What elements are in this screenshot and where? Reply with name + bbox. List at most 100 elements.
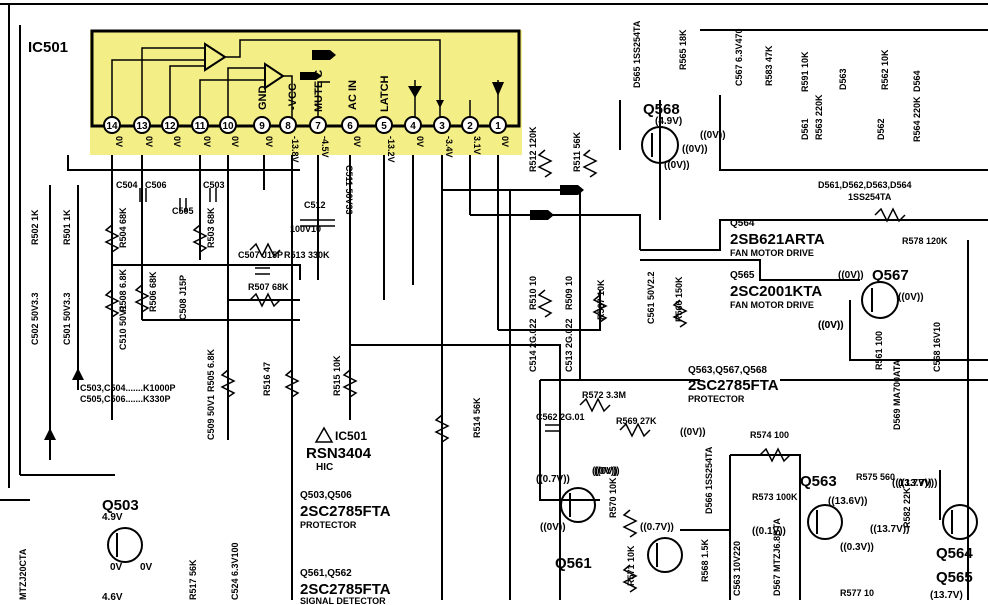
label-r582: R582 22K <box>902 487 912 528</box>
ic501-pin-number: 10 <box>222 121 234 132</box>
ic501-pin-voltage: 0V <box>500 136 510 147</box>
label-c506: C506 <box>145 180 167 190</box>
label-c502: C502 50V3.3 <box>30 292 40 345</box>
ic501-pin-number: 5 <box>381 121 387 132</box>
ic501-pin <box>161 116 179 134</box>
q565-v1: (13.7V) <box>930 590 963 601</box>
q567-v1: ((0V)) <box>838 270 864 281</box>
ic501-pin <box>103 116 121 134</box>
ic501-pin-voltage: -3.4V <box>444 136 454 158</box>
label-r565: R565 18K <box>678 29 688 70</box>
q561-symbol <box>560 487 596 523</box>
label-r575: R575 560 <box>856 472 895 482</box>
ic501-pin <box>133 116 151 134</box>
label-r506: R506 68K <box>148 271 158 312</box>
label-d569: D569 MA700ATA <box>892 359 902 430</box>
label-r510: R510 10 <box>528 276 538 310</box>
label-r503: R503 68K <box>206 207 216 248</box>
text-labels: IC501 RSN3404 HIC Q564 2SB621ARTA FAN MO… <box>80 101 973 605</box>
ic501-pin-voltage: -4.5V <box>320 136 330 158</box>
ic501-ref: IC501 <box>28 39 68 56</box>
cap-note-2: C505,C506.......K330P <box>80 394 171 404</box>
ic501-pin <box>279 116 297 134</box>
label-c561: C561 50V2.2 <box>646 271 656 324</box>
label-c562: C562 2G.01 <box>536 412 585 422</box>
q564-symbol <box>942 504 978 540</box>
ic501-pin <box>219 116 237 134</box>
label-c524: C524 6.3V100 <box>230 542 240 600</box>
ic501-pin-label-gnd: GND <box>257 86 269 111</box>
q567-v3: ((0V)) <box>818 320 844 331</box>
label-r562: R562 10K <box>880 49 890 90</box>
ic501-part-number: RSN3404 <box>306 445 372 462</box>
label-c510: C510 50V1 <box>118 305 128 350</box>
label-r564: R564 220K <box>912 96 922 142</box>
ic501-pin-voltage: 0V <box>230 136 240 147</box>
label-r517: R517 56K <box>188 559 198 600</box>
label-r570: R570 10K <box>608 477 618 518</box>
label-r577: R577 10 <box>840 588 874 598</box>
part-ref-q564: Q564 <box>730 218 755 229</box>
label-r571: R571 10K <box>626 545 636 586</box>
ic501-opamp-1 <box>204 42 227 72</box>
label-r515: R515 10K <box>332 355 342 396</box>
label-d567: D567 MTZJ6.8BTA <box>772 518 782 596</box>
q503-v4: 4.6V <box>102 592 123 603</box>
q563-v1: ((13.6V)) <box>828 496 867 507</box>
ic501-part-type: HIC <box>316 462 333 473</box>
diode-note: D561,D562,D563,D564 <box>818 180 912 190</box>
q503-ref: Q503 <box>102 497 139 514</box>
q563-ref: Q563 <box>800 473 837 490</box>
part-q561: 2SC2785FTA <box>300 581 391 598</box>
ic501-pin-number: 9 <box>259 121 265 132</box>
volt-note-f: ((0V)) <box>818 320 844 331</box>
ic501-pin-number: 11 <box>195 121 206 132</box>
label-r513: R513 330K <box>284 250 330 260</box>
label-r578: R578 120K <box>902 236 948 246</box>
part-q503-desc: PROTECTOR <box>300 520 357 530</box>
part-q564-desc: FAN MOTOR DRIVE <box>730 248 814 258</box>
part-q565-desc: FAN MOTOR DRIVE <box>730 300 814 310</box>
ic501-warning-ref: IC501 <box>335 429 367 443</box>
label-d566: D566 1SS254TA <box>704 446 714 514</box>
q568-symbol <box>641 126 679 164</box>
label-d565: D565 1SS254TA <box>632 20 642 88</box>
label-c514: C514 2G.022 <box>528 318 538 372</box>
q565-ref: Q565 <box>936 569 973 586</box>
part-ref-protector: Q563,Q567,Q568 <box>688 365 767 376</box>
label-c508: C508 J15P <box>178 275 188 320</box>
label-r509: R509 10 <box>564 276 574 310</box>
label-r573: R573 100K <box>752 492 798 502</box>
label-r504: R504 68K <box>118 207 128 248</box>
label-c513: C513 2G.022 <box>564 318 574 372</box>
ic501-pin <box>489 116 507 134</box>
q567-ref: Q567 <box>872 267 909 284</box>
ic501-pin-number: 2 <box>467 121 473 132</box>
label-r502: R502 1K <box>30 209 40 245</box>
label-c509: C509 50V1 <box>206 395 216 440</box>
label-r516: R516 47 <box>262 362 272 396</box>
volt-note-e: ((13.7V)) <box>898 478 937 489</box>
ic501-pin-voltage: 3.1V <box>472 136 482 155</box>
ic501-pin-number: 6 <box>347 121 353 132</box>
q561-v4: ((0.7V)) <box>640 522 674 533</box>
passive-symbols <box>104 149 906 593</box>
label-d561: D561 <box>800 118 810 140</box>
q561-v3: ((0V)) <box>540 522 566 533</box>
ic501-pin-voltage: 0V <box>415 136 425 147</box>
q563-v2: ((13.7V)) <box>870 524 909 535</box>
ic501-pin-number: 1 <box>495 121 501 132</box>
ic501-warning-triangle <box>314 426 334 443</box>
part-protector: 2SC2785FTA <box>688 377 779 394</box>
q562-symbol <box>647 537 683 573</box>
ic501-opamp-2 <box>264 62 285 90</box>
q503-v1: 4.9V <box>102 512 123 523</box>
ic501-pin <box>375 116 393 134</box>
label-c568: C568 16V10 <box>932 322 942 372</box>
label-r569: R569 27K <box>616 416 657 426</box>
ic501-pin-voltage: -13.8V <box>290 136 300 163</box>
wiring <box>44 29 988 600</box>
ic501-highlight <box>90 30 522 155</box>
label-r512: R512 120K <box>528 126 538 172</box>
